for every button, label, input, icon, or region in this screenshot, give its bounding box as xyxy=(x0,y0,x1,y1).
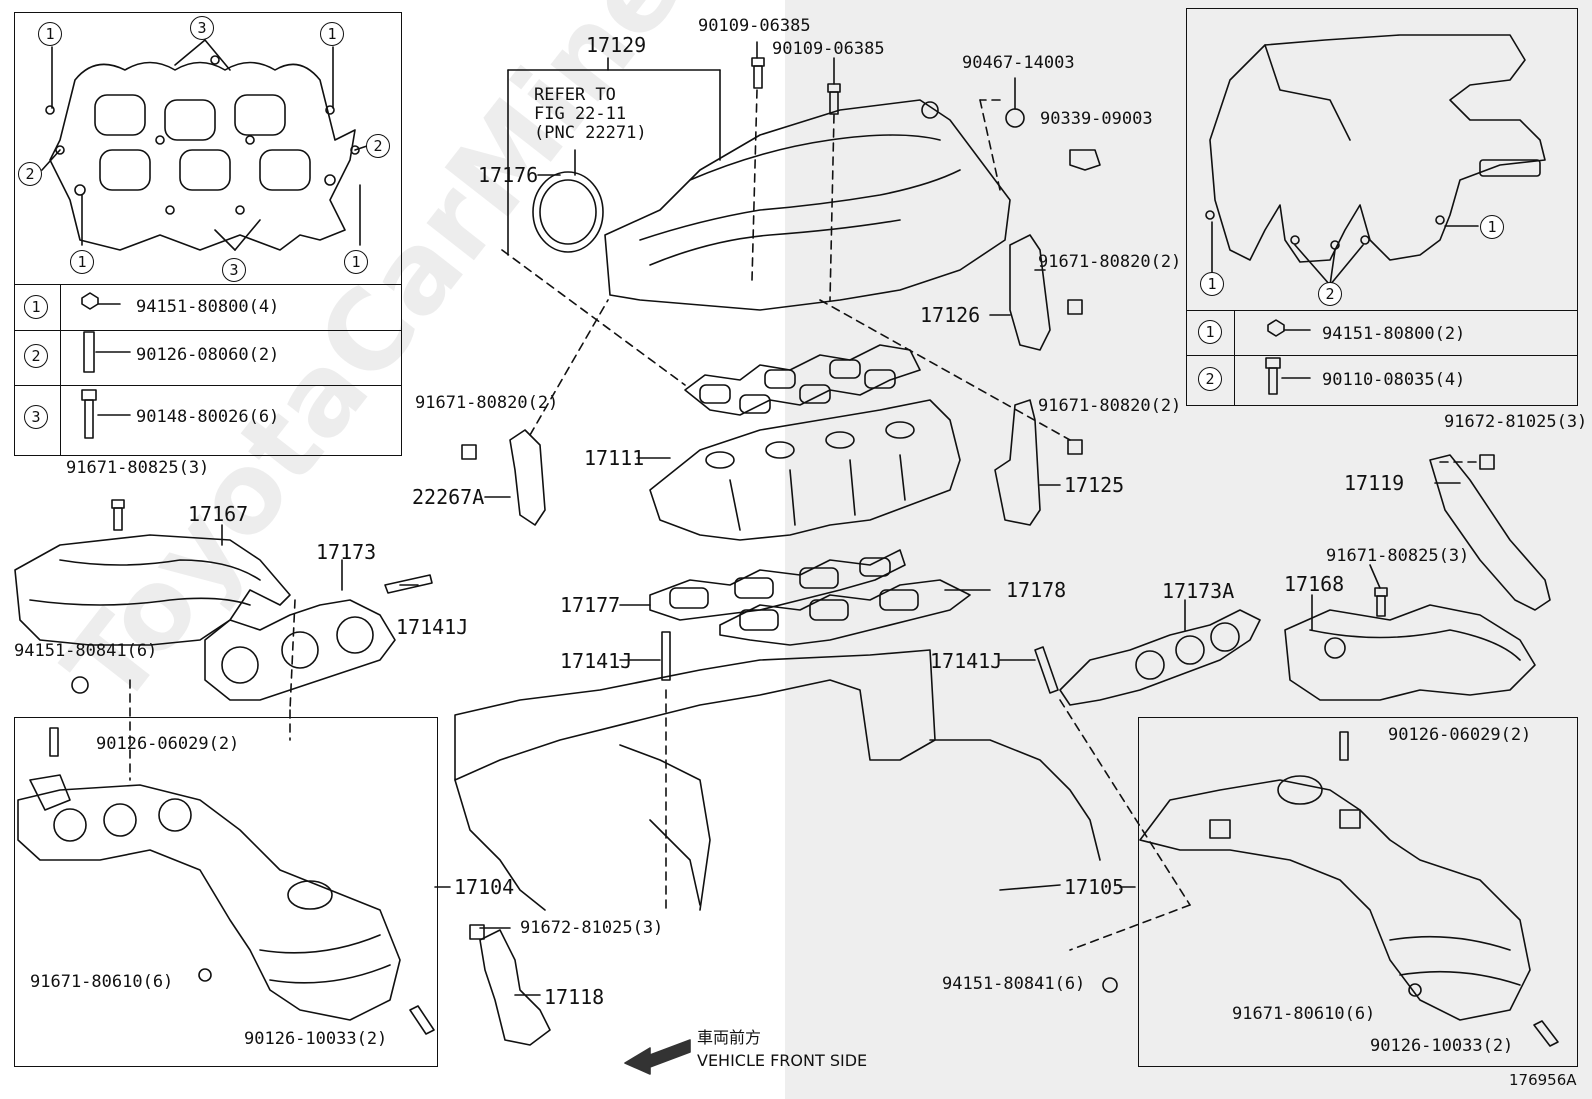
part-label-17167[interactable]: 17167 xyxy=(188,502,249,526)
callout-2: 2 xyxy=(366,134,390,158)
refer-to-note[interactable]: REFER TO FIG 22-11 (PNC 22271) xyxy=(534,86,647,143)
right-manifold-panel xyxy=(1186,8,1578,406)
part-label-91671-80610[interactable]: 91671-80610(6) xyxy=(1232,1004,1376,1024)
table-row-number: 3 xyxy=(24,405,48,429)
fastener-icons xyxy=(81,292,1311,439)
brackets-illustration xyxy=(461,234,1551,1046)
part-label-90126-06029[interactable]: 90126-06029(2) xyxy=(1388,725,1532,745)
callout-1: 1 xyxy=(344,250,368,274)
part-label-90126-10033[interactable]: 90126-10033(2) xyxy=(1370,1036,1514,1056)
refer-line-3: (PNC 22271) xyxy=(534,123,647,143)
part-label-91671-80820[interactable]: 91671-80820(2) xyxy=(415,393,559,413)
part-label-90339-09003[interactable]: 90339-09003 xyxy=(1040,109,1153,129)
stud-bolts xyxy=(49,631,1559,1047)
right-exhaust-gasket-illustration xyxy=(1059,609,1261,706)
table-divider xyxy=(1234,310,1235,406)
part-label-17105[interactable]: 17105 xyxy=(1064,875,1125,899)
shaded-background-panel xyxy=(785,0,1592,1099)
part-label-17177[interactable]: 17177 xyxy=(560,593,621,617)
part-label-90109-06385[interactable]: 90109-06385 xyxy=(698,16,811,36)
table-row-part[interactable]: 90148-80026(6) xyxy=(136,407,280,427)
callout-2: 2 xyxy=(18,162,42,186)
part-label-94151-80841[interactable]: 94151-80841(6) xyxy=(942,974,1086,994)
part-label-17118[interactable]: 17118 xyxy=(544,985,605,1009)
callout-1: 1 xyxy=(320,22,344,46)
table-divider xyxy=(14,330,402,331)
part-label-17126[interactable]: 17126 xyxy=(920,303,981,327)
part-label-17129[interactable]: 17129 xyxy=(586,33,647,57)
intake-gasket-illustration xyxy=(41,39,371,251)
table-row-part[interactable]: 94151-80800(4) xyxy=(136,297,280,317)
part-label-17104[interactable]: 17104 xyxy=(454,875,515,899)
part-label-17141J[interactable]: 17141J xyxy=(560,649,633,673)
part-label-17173[interactable]: 17173 xyxy=(316,540,377,564)
table-row-part[interactable]: 94151-80800(2) xyxy=(1322,324,1466,344)
table-divider xyxy=(1186,310,1578,311)
left-gasket-panel xyxy=(14,12,402,456)
part-label-91671-80820[interactable]: 91671-80820(2) xyxy=(1038,396,1182,416)
vehicle-front-label-jp: 車両前方 xyxy=(697,1028,762,1047)
left-exhaust-gasket-illustration xyxy=(204,574,433,701)
callout-1: 1 xyxy=(1200,272,1224,296)
part-label-91671-80825[interactable]: 91671-80825(3) xyxy=(1326,546,1470,566)
part-label-17119[interactable]: 17119 xyxy=(1344,471,1405,495)
solid-leader-lines xyxy=(221,57,1461,996)
table-row-number: 2 xyxy=(1198,367,1222,391)
left-exhaust-manifold-panel xyxy=(14,717,438,1067)
part-label-90126-06029[interactable]: 90126-06029(2) xyxy=(96,734,240,754)
exhaust-manifold-top-view-illustration xyxy=(1205,34,1546,286)
plenum-gasket-illustration xyxy=(684,344,921,416)
right-exhaust-manifold-panel xyxy=(1138,717,1578,1067)
callout-1: 1 xyxy=(38,22,62,46)
part-label-91672-81025[interactable]: 91672-81025(3) xyxy=(520,918,664,938)
part-label-17173A[interactable]: 17173A xyxy=(1162,579,1235,603)
table-divider xyxy=(14,385,402,386)
lower-intake-manifold-illustration xyxy=(649,399,961,541)
plenum-bolts xyxy=(751,41,1101,171)
table-row-number: 1 xyxy=(24,295,48,319)
vehicle-front-label-en: VEHICLE FRONT SIDE xyxy=(697,1051,868,1070)
callout-1: 1 xyxy=(1480,215,1504,239)
callout-2: 2 xyxy=(1318,282,1342,306)
right-exhaust-manifold-converter-illustration xyxy=(1102,775,1531,1021)
part-label-22267A[interactable]: 22267A xyxy=(412,485,485,509)
intake-gasket-pair-illustration xyxy=(649,549,971,646)
part-label-90109-06385[interactable]: 90109-06385 xyxy=(772,39,885,59)
callout-3: 3 xyxy=(222,258,246,282)
table-row-part[interactable]: 90126-08060(2) xyxy=(136,345,280,365)
engine-block-outline xyxy=(454,649,1101,911)
part-label-90467-14003[interactable]: 90467-14003 xyxy=(962,53,1075,73)
table-divider xyxy=(14,284,402,285)
part-label-91671-80825[interactable]: 91671-80825(3) xyxy=(66,458,210,478)
part-label-17125[interactable]: 17125 xyxy=(1064,473,1125,497)
part-label-17178[interactable]: 17178 xyxy=(1006,578,1067,602)
part-label-91672-81025[interactable]: 91672-81025(3) xyxy=(1444,412,1588,432)
table-divider xyxy=(60,284,61,456)
table-row-part[interactable]: 90110-08035(4) xyxy=(1322,370,1466,390)
part-label-17141J[interactable]: 17141J xyxy=(396,615,469,639)
callout-3: 3 xyxy=(190,16,214,40)
left-heat-shield-illustration xyxy=(14,499,291,694)
refer-line-1: REFER TO xyxy=(534,85,616,105)
part-label-17176[interactable]: 17176 xyxy=(478,163,539,187)
part-label-94151-80841[interactable]: 94151-80841(6) xyxy=(14,641,158,661)
vehicle-front-arrow-shape xyxy=(624,1039,691,1075)
table-row-number: 1 xyxy=(1198,320,1222,344)
part-label-17111[interactable]: 17111 xyxy=(584,446,645,470)
intake-plenum-illustration xyxy=(532,99,1011,311)
part-label-17141J[interactable]: 17141J xyxy=(930,649,1003,673)
part-label-90126-10033[interactable]: 90126-10033(2) xyxy=(244,1029,388,1049)
dashed-leader-lines xyxy=(129,89,1477,951)
part-label-91671-80820[interactable]: 91671-80820(2) xyxy=(1038,252,1182,272)
refer-line-2: FIG 22-11 xyxy=(534,104,627,124)
part-label-17168[interactable]: 17168 xyxy=(1284,572,1345,596)
table-divider xyxy=(1186,355,1578,356)
left-exhaust-manifold-converter-illustration xyxy=(17,774,401,1021)
figure-id: 176956A xyxy=(1509,1071,1577,1089)
right-heat-shield-illustration xyxy=(1284,587,1536,701)
table-row-number: 2 xyxy=(24,344,48,368)
callout-1: 1 xyxy=(70,250,94,274)
part-label-91671-80610[interactable]: 91671-80610(6) xyxy=(30,972,174,992)
